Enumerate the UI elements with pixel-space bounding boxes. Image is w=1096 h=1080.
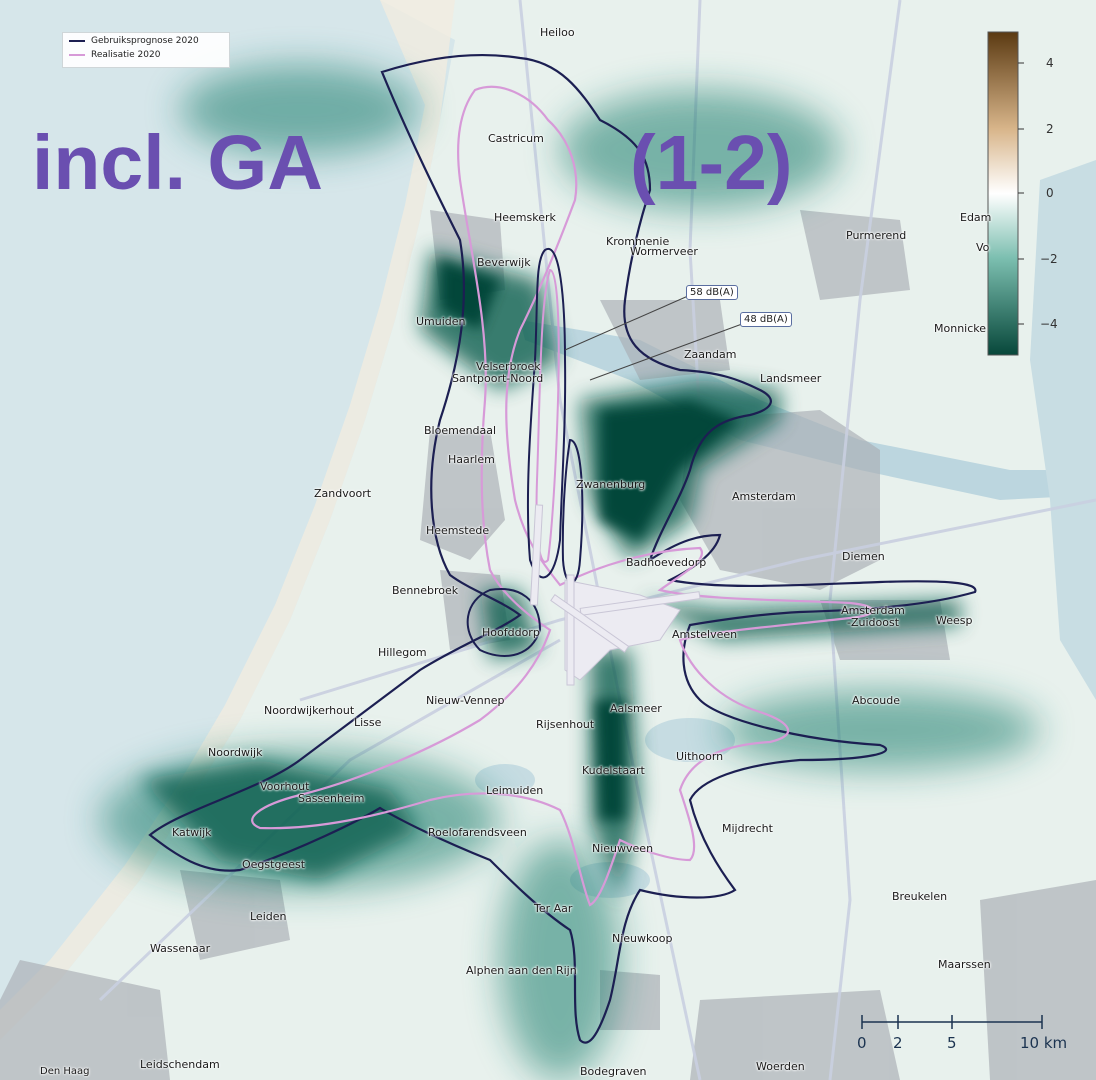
place-label: Sassenheim <box>298 792 365 805</box>
place-label: Lisse <box>354 716 382 729</box>
map-legend: Gebruiksprognose 2020 Realisatie 2020 <box>62 32 230 68</box>
legend-line-icon <box>69 53 85 56</box>
place-label: Oegstgeest <box>242 858 306 871</box>
headline-right: (1-2) <box>630 120 793 206</box>
contour-realisatie-48 <box>251 85 874 907</box>
place-label: Zwanenburg <box>576 478 646 491</box>
place-label: Edam <box>960 211 992 224</box>
colorbar-ticks <box>1018 62 1024 325</box>
place-label: Monnicke <box>934 322 987 335</box>
place-label: Ter Aar <box>534 902 573 915</box>
place-label: Wormerveer <box>630 245 698 258</box>
place-label: Hoofddorp <box>482 626 540 639</box>
place-label: Leiden <box>250 910 287 923</box>
place-label: Santpoort-Noord <box>452 372 544 385</box>
place-label: Vo <box>976 241 990 254</box>
place-label: Zaandam <box>684 348 737 361</box>
scalebar-label: 5 <box>947 1034 957 1052</box>
colorbar-tick-label: 4 <box>1046 56 1054 70</box>
place-label: Uithoorn <box>676 750 724 763</box>
legend-label: Realisatie 2020 <box>91 50 161 60</box>
place-label: Leidschendam <box>140 1058 220 1071</box>
place-label: Bennebroek <box>392 584 459 597</box>
place-label: Noordwijkerhout <box>264 704 355 717</box>
place-label: Maarssen <box>938 958 991 971</box>
place-label: Alphen aan den Rijn <box>466 964 577 977</box>
place-label: Beverwijk <box>477 256 531 269</box>
place-label: Roelofarendsveen <box>428 826 527 839</box>
urban-areas <box>0 210 1096 1080</box>
place-label: Nieuw-Vennep <box>426 694 505 707</box>
legend-label: Gebruiksprognose 2020 <box>91 36 199 46</box>
scalebar-label: 2 <box>893 1034 903 1052</box>
scalebar-label: 0 <box>857 1034 867 1052</box>
place-label: Abcoude <box>852 694 901 707</box>
colorbar-tick-label: 2 <box>1046 122 1054 136</box>
contour-58 <box>466 247 584 657</box>
headline-left: incl. GA <box>32 120 323 206</box>
legend-item-gebruiksprognose: Gebruiksprognose 2020 <box>69 36 199 49</box>
place-label: Haarlem <box>448 453 495 466</box>
water-lake-1 <box>645 718 735 762</box>
water-lake-2 <box>475 764 535 796</box>
contour-label-leaders <box>564 295 743 381</box>
place-label: Zandvoort <box>314 487 372 500</box>
legend-line-icon <box>69 39 85 42</box>
place-label: Leimuiden <box>486 784 544 797</box>
place-label: Breukelen <box>892 890 948 903</box>
place-label: Weesp <box>936 614 973 627</box>
colorbar-tick-label: −4 <box>1040 317 1058 331</box>
contour-label-48: 48 dB(A) <box>740 312 792 327</box>
place-label: Amstelveen <box>672 628 738 641</box>
place-label: Amsterdam -Zuidoost <box>841 604 905 629</box>
colorbar-tick-label: −2 <box>1040 252 1058 266</box>
place-label: Woerden <box>756 1060 805 1073</box>
place-label: Voorhout <box>260 780 310 793</box>
place-label: Castricum <box>488 132 544 145</box>
water-markermeer <box>1030 160 1096 700</box>
colorbar-gradient <box>987 31 1019 356</box>
place-label: Katwijk <box>172 826 212 839</box>
place-label: Badhoevedorp <box>626 556 707 569</box>
place-label: Umuiden <box>416 315 466 328</box>
place-label: Nieuwveen <box>592 842 654 855</box>
airport-schiphol <box>529 504 701 686</box>
place-label: Aalsmeer <box>610 702 662 715</box>
contour-gebruiksprognose-48 <box>148 54 977 1044</box>
scalebar-graphic <box>861 1015 1043 1029</box>
place-label: Velserbroek <box>476 360 541 373</box>
place-label: Hillegom <box>378 646 427 659</box>
place-label: Heemskerk <box>494 211 556 224</box>
place-label: Noordwijk <box>208 746 263 759</box>
legend-item-realisatie: Realisatie 2020 <box>69 50 160 63</box>
place-label: Heemstede <box>426 524 490 537</box>
place-label: Den Haag <box>40 1066 90 1077</box>
scalebar-label: 10 km <box>1020 1034 1068 1052</box>
place-label: Kudelstaart <box>582 764 645 777</box>
colorbar-tick-label: 0 <box>1046 186 1054 200</box>
place-label: Rijsenhout <box>536 718 595 731</box>
place-label: Wassenaar <box>150 942 211 955</box>
place-label: Bloemendaal <box>424 424 497 437</box>
noise-heatmap <box>100 65 1040 1080</box>
contour-label-58: 58 dB(A) <box>686 285 738 300</box>
place-label: Krommenie <box>606 235 670 248</box>
roads <box>98 0 1096 1080</box>
place-label: Heiloo <box>540 26 575 39</box>
place-label: Mijdrecht <box>722 822 773 835</box>
place-label: Landsmeer <box>760 372 822 385</box>
place-label: Diemen <box>842 550 885 563</box>
place-label: Nieuwkoop <box>612 932 673 945</box>
place-label: Amsterdam <box>732 490 796 503</box>
place-label: Bodegraven <box>580 1065 647 1078</box>
place-label: Purmerend <box>846 229 907 242</box>
